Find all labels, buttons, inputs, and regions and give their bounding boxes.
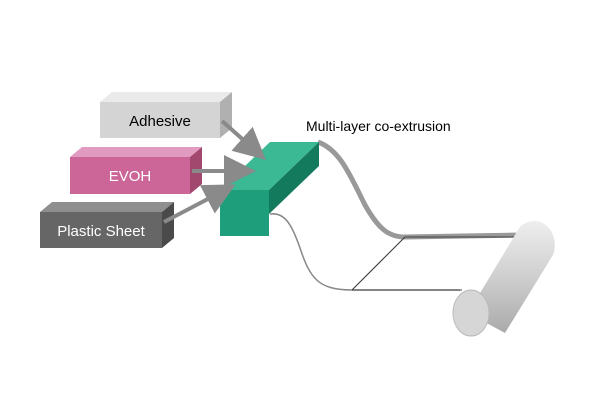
film-web (269, 139, 521, 291)
take-up-roller (452, 220, 555, 337)
plastic-sheet-label: Plastic Sheet (57, 223, 145, 240)
input-evoh: EVOH (70, 147, 202, 194)
evoh-label: EVOH (109, 168, 152, 185)
plastic-sheet-arrow (163, 184, 236, 224)
input-plastic-sheet: Plastic Sheet (40, 202, 174, 248)
coextrusion-die (220, 142, 319, 236)
input-adhesive: Adhesive (100, 92, 232, 138)
die-label: Multi-layer co-extrusion (306, 118, 451, 134)
feed-arrows (163, 119, 266, 224)
adhesive-label: Adhesive (129, 113, 191, 130)
adhesive-arrow (220, 119, 266, 160)
